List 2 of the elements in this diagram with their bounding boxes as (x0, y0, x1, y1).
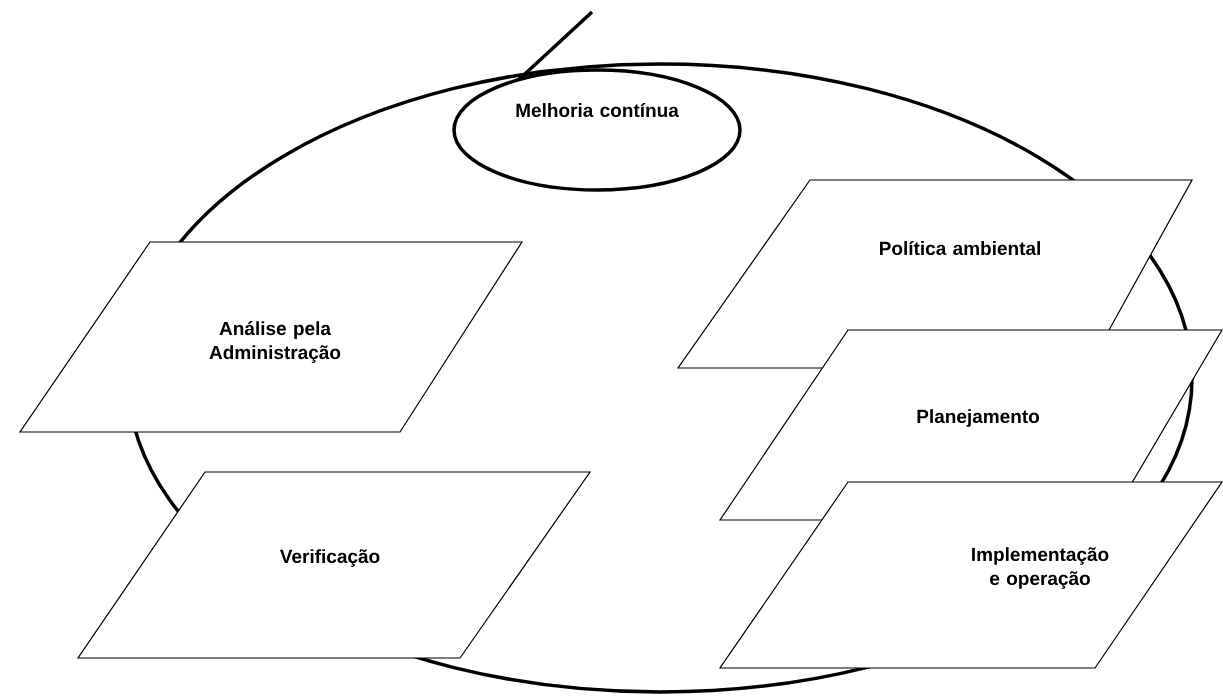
node-label: Implementação e operação (972, 547, 1109, 589)
node-label: Planejamento (917, 409, 1040, 427)
